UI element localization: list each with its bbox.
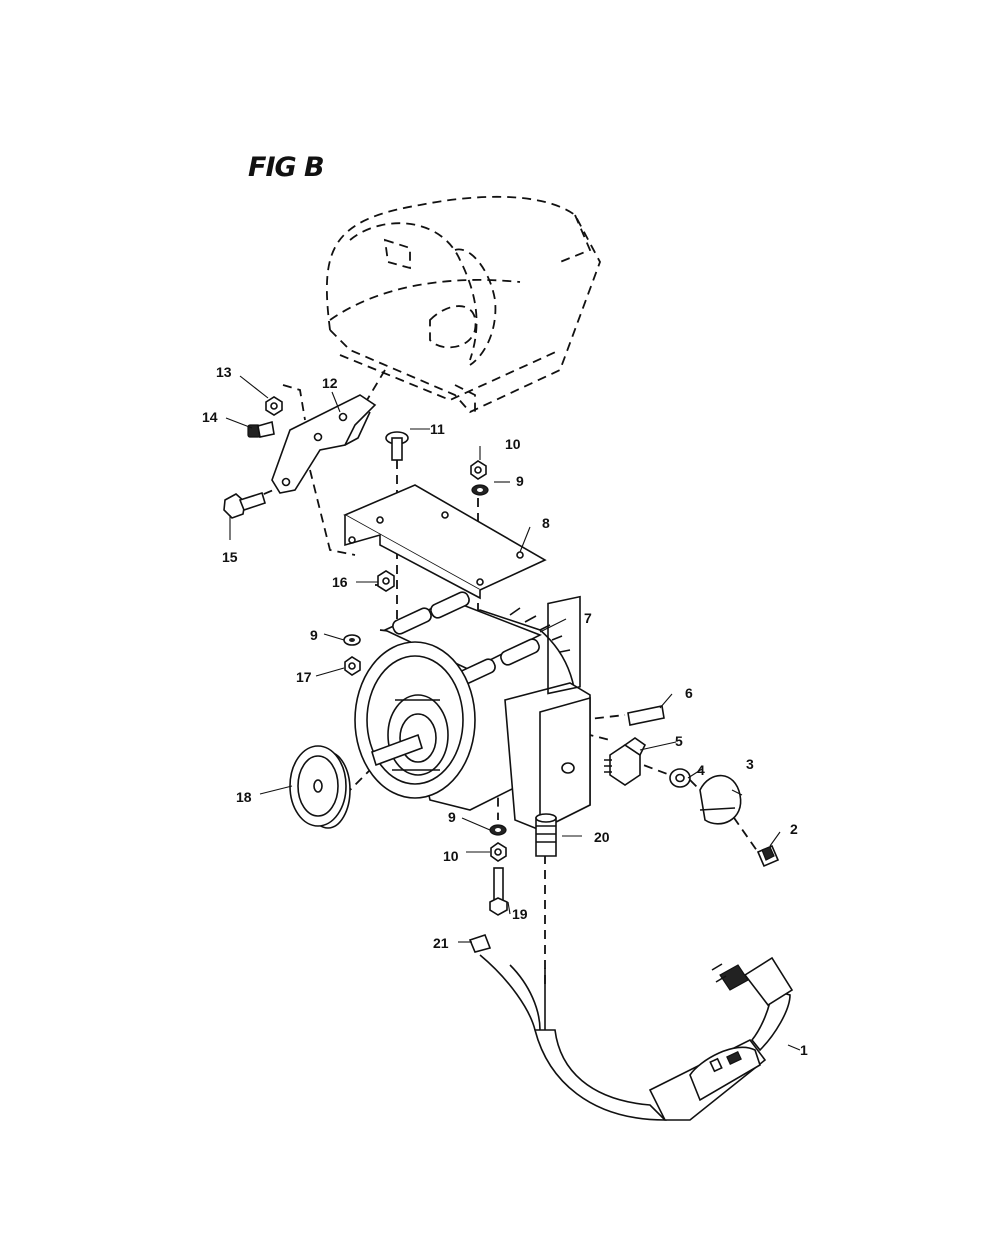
part-15-bolt xyxy=(223,491,266,519)
part-11-carriage-bolt xyxy=(385,431,409,461)
leader-lines xyxy=(225,375,801,1051)
callout-1: 1 xyxy=(800,1042,808,1058)
part-9-washer-left xyxy=(343,634,361,646)
callout-6: 6 xyxy=(685,685,693,701)
callout-15: 15 xyxy=(222,549,238,565)
callout-8: 8 xyxy=(542,515,550,531)
callout-labels: 1 2 3 4 5 6 7 8 9 9 9 10 10 11 12 13 14 … xyxy=(202,364,808,1058)
part-10-nut-bottom xyxy=(490,842,507,862)
callout-9-top: 9 xyxy=(516,473,524,489)
part-7-motor xyxy=(354,591,591,832)
figure-title: FIG B xyxy=(248,152,325,183)
part-9-washer-top xyxy=(471,484,489,496)
part-16-nut xyxy=(377,570,395,592)
callout-13: 13 xyxy=(216,364,232,380)
callout-7: 7 xyxy=(584,610,592,626)
callout-9-left: 9 xyxy=(310,627,318,643)
part-21-wire-nut xyxy=(468,933,492,953)
callout-3: 3 xyxy=(746,756,754,772)
part-1-cord-gfci xyxy=(479,954,794,1121)
callout-4: 4 xyxy=(697,762,705,778)
callout-12: 12 xyxy=(322,375,338,391)
part-13-nut xyxy=(265,396,283,416)
callout-10-top: 10 xyxy=(505,436,521,452)
part-2-knob xyxy=(756,844,780,868)
part-18-pulley xyxy=(289,745,351,829)
part-19-bolt xyxy=(489,867,508,916)
callout-9-bottom: 9 xyxy=(448,809,456,825)
part-3-cover xyxy=(699,774,742,825)
part-10-nut-top xyxy=(470,460,487,480)
callout-10-bottom: 10 xyxy=(443,848,459,864)
part-8-plate xyxy=(343,484,547,600)
part-9-washer-bottom xyxy=(489,824,507,836)
part-20-strain-relief xyxy=(535,813,557,857)
part-14-screw xyxy=(247,420,275,438)
callout-20: 20 xyxy=(594,829,610,845)
callout-14: 14 xyxy=(202,409,218,425)
callout-2: 2 xyxy=(790,821,798,837)
part-17-nut xyxy=(344,656,361,676)
callout-19: 19 xyxy=(512,906,528,922)
part-6-label xyxy=(627,705,665,726)
callout-5: 5 xyxy=(675,733,683,749)
part-12-bracket xyxy=(271,394,377,494)
callout-16: 16 xyxy=(332,574,348,590)
callout-21: 21 xyxy=(433,935,449,951)
callout-17: 17 xyxy=(296,669,312,685)
housing-outline xyxy=(325,195,601,414)
part-4-washer xyxy=(669,768,691,788)
callout-11: 11 xyxy=(430,421,445,437)
callout-18: 18 xyxy=(236,789,252,805)
part-5-switch xyxy=(604,737,647,786)
